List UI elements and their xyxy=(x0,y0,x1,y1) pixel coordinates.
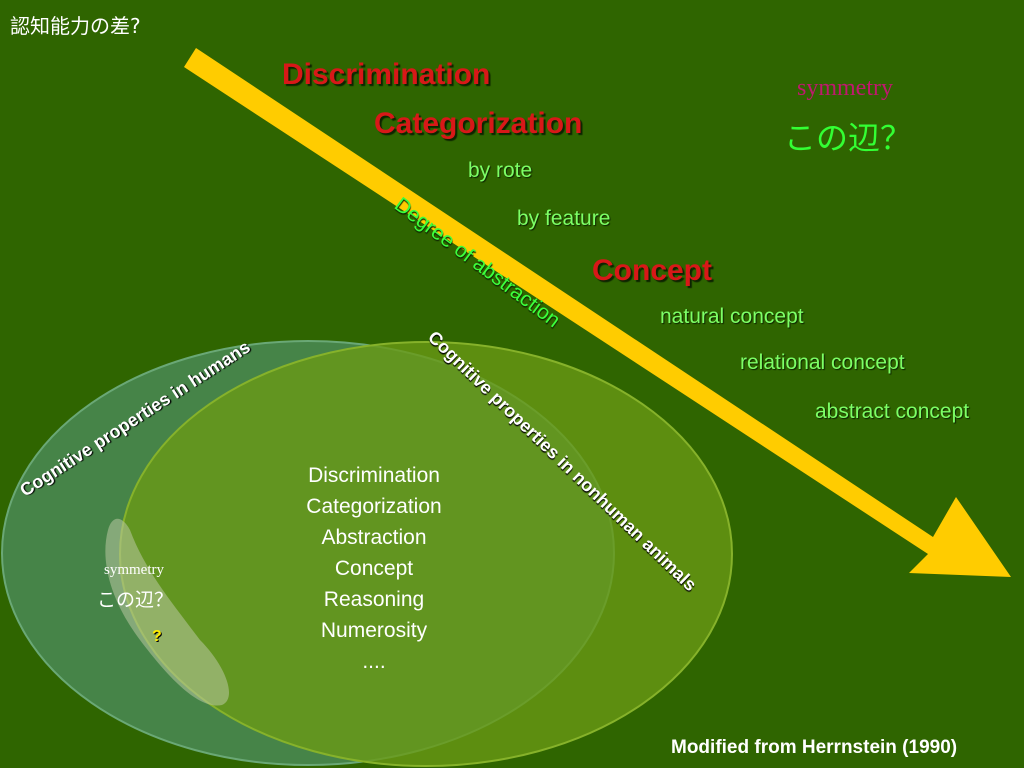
list-item: Categorization xyxy=(306,495,442,518)
source-credit: Modified from Herrnstein (1990) xyxy=(671,737,958,758)
slide-title: 認知能力の差? xyxy=(10,14,141,38)
level-abstract-concept: abstract concept xyxy=(815,400,970,423)
question-label-top: この辺？ xyxy=(784,119,913,157)
level-discrimination: Discrimination xyxy=(282,58,491,91)
level-by-rote: by rote xyxy=(468,159,533,182)
list-item: Reasoning xyxy=(323,588,425,611)
level-concept: Concept xyxy=(592,254,712,287)
abstraction-arrow xyxy=(184,48,1011,577)
symmetry-label-top: symmetry xyxy=(797,75,893,101)
list-item: Abstraction xyxy=(321,526,427,549)
list-item: Discrimination xyxy=(308,464,440,487)
list-item: Concept xyxy=(334,557,414,580)
question-mark: ? xyxy=(152,628,162,645)
human-only-region xyxy=(105,518,230,706)
list-item: .... xyxy=(362,650,386,673)
list-item: Numerosity xyxy=(320,619,428,642)
level-relational-concept: relational concept xyxy=(740,351,905,374)
symmetry-label-left: symmetry xyxy=(104,562,164,578)
level-by-feature: by feature xyxy=(517,207,611,230)
question-label-left: この辺？ xyxy=(97,589,174,611)
level-categorization: Categorization xyxy=(374,107,583,140)
overlap-list: Discrimination Categorization Abstractio… xyxy=(274,460,474,677)
level-natural-concept: natural concept xyxy=(660,305,804,328)
